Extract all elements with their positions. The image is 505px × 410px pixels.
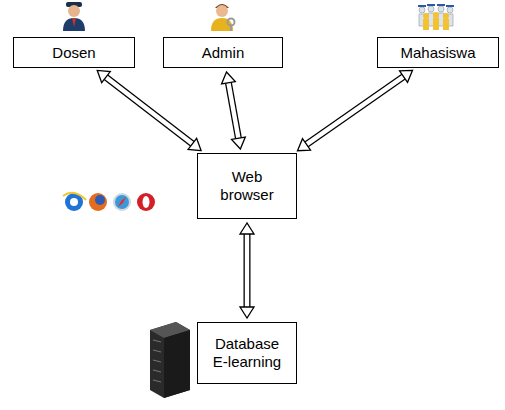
process-box: Admin xyxy=(163,37,283,68)
arrow-shaft-inner xyxy=(228,83,238,138)
box-label: Dosen xyxy=(52,44,95,62)
process-box: Database E-learning xyxy=(197,322,297,384)
process-box: Dosen xyxy=(13,37,135,68)
admin-icon xyxy=(211,4,235,31)
double-arrow xyxy=(240,223,254,318)
server-icon xyxy=(150,322,190,398)
arrow-shaft xyxy=(228,83,238,138)
double-arrow xyxy=(222,72,246,149)
students-icon xyxy=(418,4,454,30)
arrow-shaft-inner xyxy=(106,77,192,144)
arrow-head xyxy=(232,137,246,149)
arrow-head xyxy=(240,223,254,234)
arrow-shaft xyxy=(106,77,192,144)
arrow-head xyxy=(400,70,413,82)
double-arrow xyxy=(97,70,201,150)
box-label: Web browser xyxy=(208,168,286,204)
process-box: Web browser xyxy=(197,153,297,219)
arrow-head xyxy=(97,70,110,82)
double-arrow xyxy=(297,70,412,150)
box-label: Mahasiswa xyxy=(400,44,475,62)
browser-logos xyxy=(63,193,155,211)
arrow-shaft xyxy=(307,77,404,145)
arrow-shaft xyxy=(244,234,251,307)
arrow-shaft-inner xyxy=(307,77,404,145)
lecturer-icon xyxy=(63,2,85,31)
arrow-head xyxy=(297,139,310,151)
arrow-shaft-inner xyxy=(245,234,249,307)
process-box: Mahasiswa xyxy=(377,37,499,68)
arrow-head xyxy=(188,138,201,150)
arrow-head xyxy=(240,307,254,318)
box-label: Database E-learning xyxy=(208,335,286,371)
arrow-head xyxy=(222,72,236,84)
box-label: Admin xyxy=(202,44,245,62)
